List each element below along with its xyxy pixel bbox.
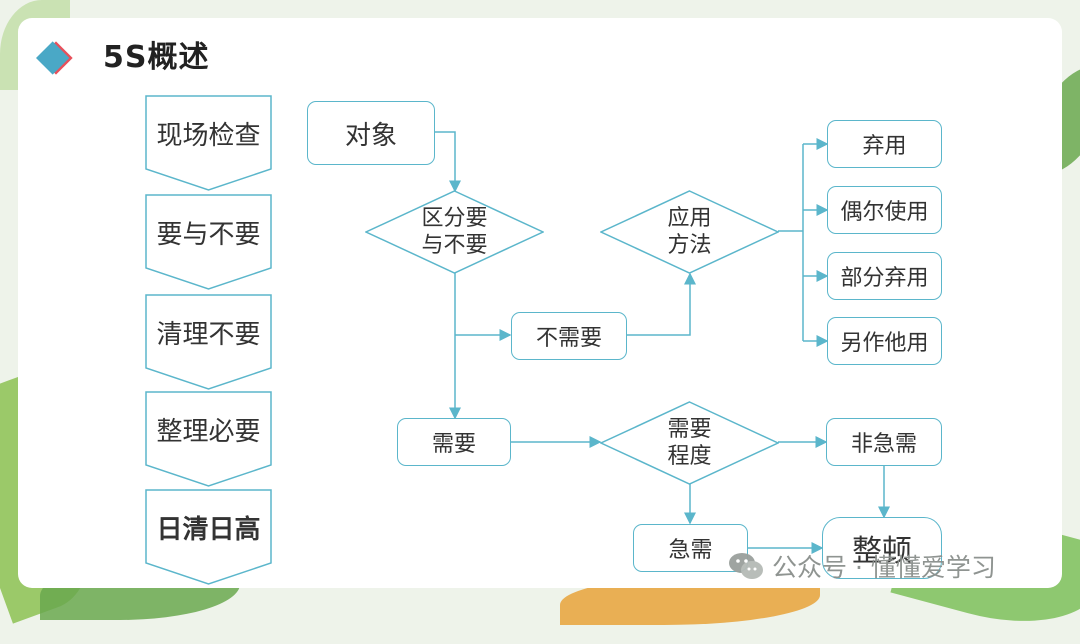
wechat-icon (728, 551, 764, 581)
decision-apply-method: 应用 方法 (600, 190, 779, 274)
decision-distinguish: 区分要 与不要 (365, 190, 544, 274)
node-object: 对象 (307, 101, 435, 165)
node-needed: 需要 (397, 418, 511, 466)
decision-label: 应用 方法 (667, 205, 711, 259)
node-not-needed: 不需要 (511, 312, 627, 360)
decision-label: 区分要 与不要 (421, 205, 487, 259)
node-occasional-use: 偶尔使用 (827, 186, 942, 234)
node-other-use: 另作他用 (827, 317, 942, 365)
decision-need-degree: 需要 程度 (600, 401, 779, 485)
node-not-urgent: 非急需 (826, 418, 942, 466)
node-partial-discard: 部分弃用 (827, 252, 942, 300)
decision-label: 需要 程度 (667, 416, 711, 470)
node-discard: 弃用 (827, 120, 942, 168)
watermark-text: 公众号 · 懂懂爱学习 (772, 548, 996, 584)
watermark: 公众号 · 懂懂爱学习 (728, 548, 996, 584)
